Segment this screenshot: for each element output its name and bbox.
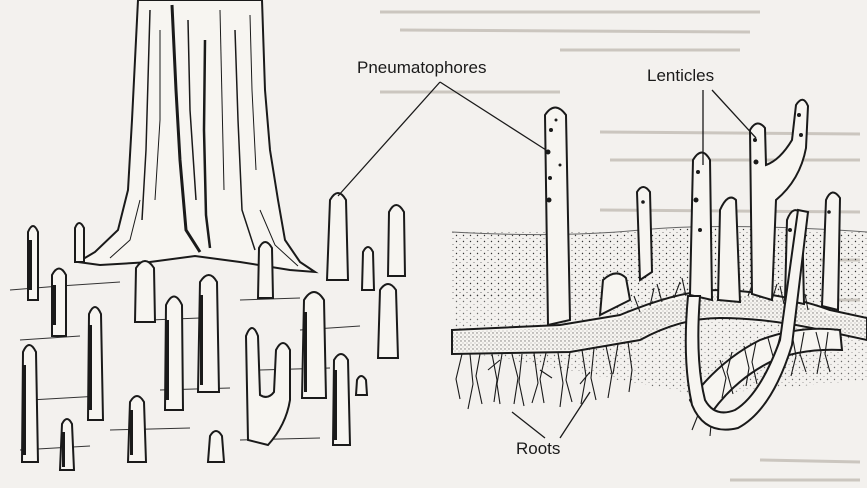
roots-label: Roots [513, 439, 563, 459]
tree-trunk [78, 0, 315, 272]
pneumatophores-label: Pneumatophores [354, 58, 489, 78]
lenticles-label: Lenticles [644, 66, 717, 86]
